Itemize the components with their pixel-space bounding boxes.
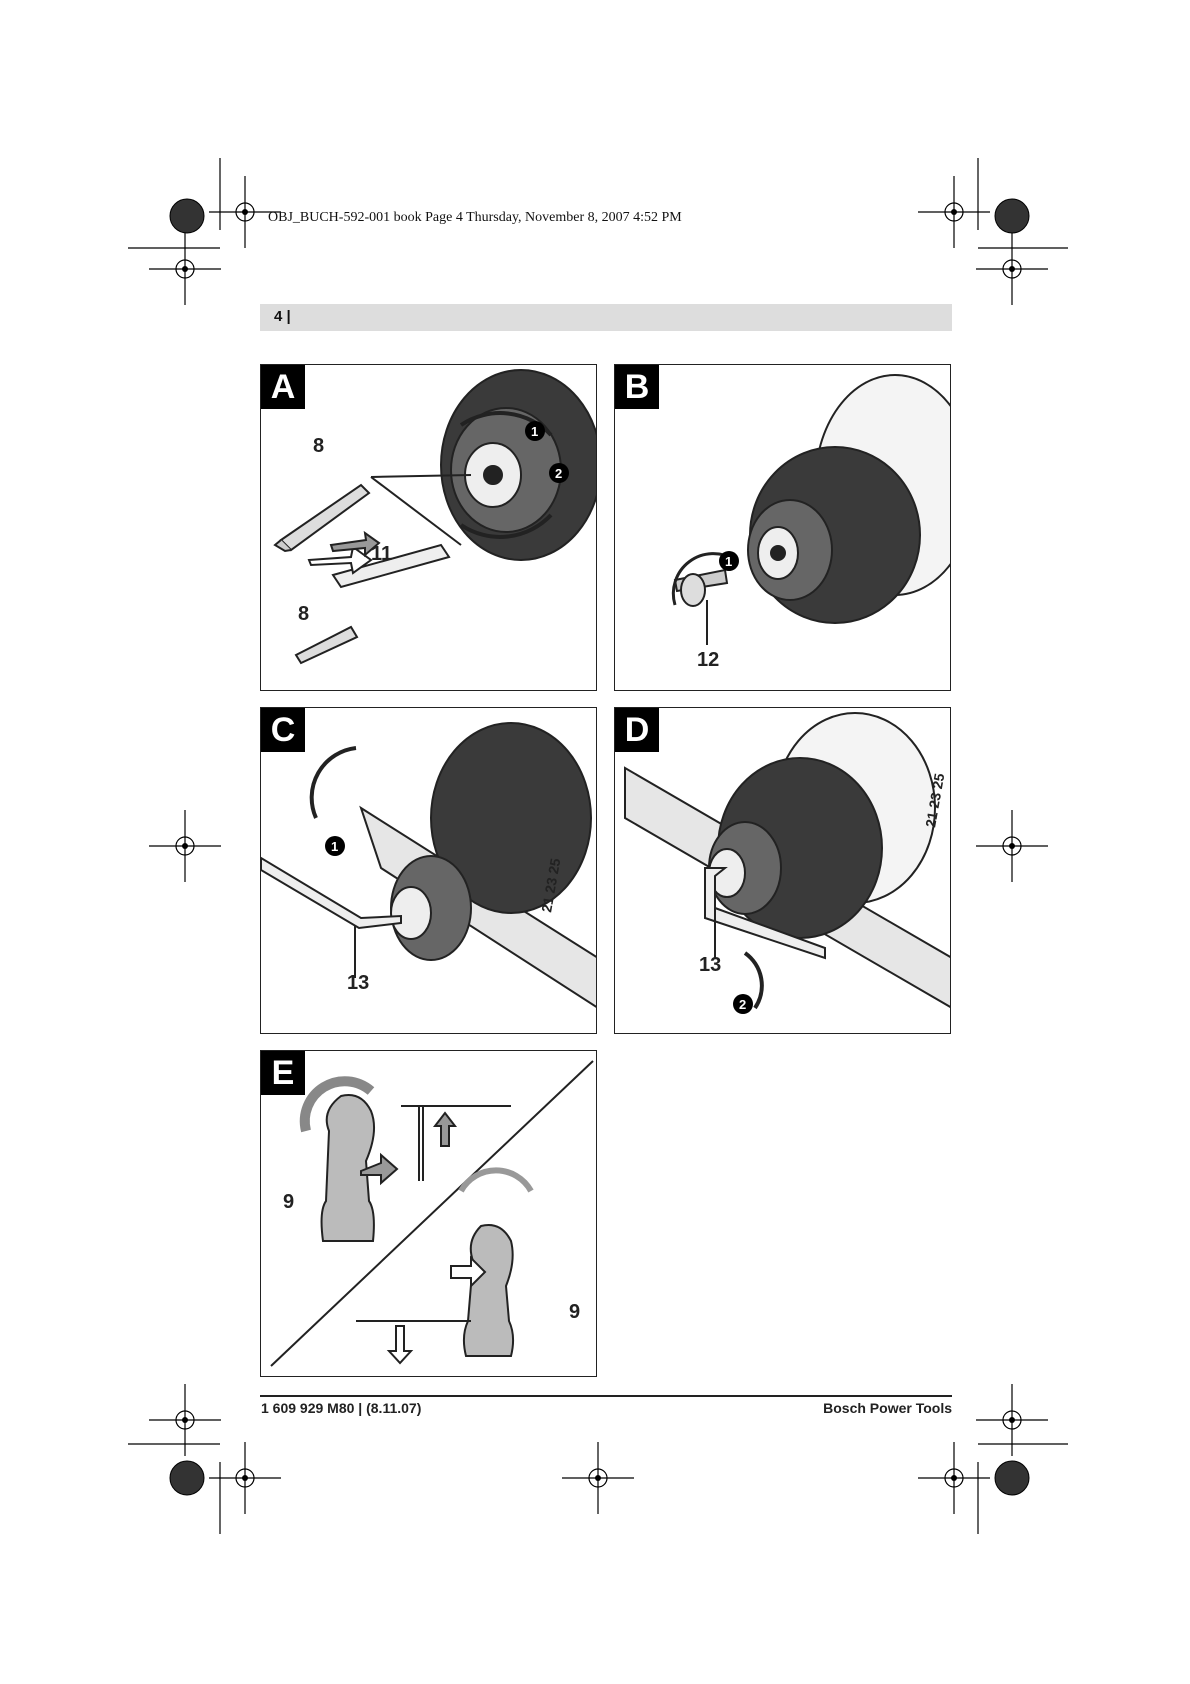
print-slug: OBJ_BUCH-592-001 book Page 4 Thursday, N… — [268, 210, 682, 225]
figure-panel-b: 1 B 12 — [614, 364, 951, 691]
callout-bit: 8 — [313, 435, 325, 457]
chuck-screw-removal-illustration: 1 — [671, 374, 950, 645]
document-reference: 1 609 929 M80 | (8.11.07) — [261, 1400, 422, 1416]
brand-label: Bosch Power Tools — [823, 1400, 952, 1416]
callout-bit: 8 — [298, 603, 310, 625]
step-2-badge: 2 — [739, 997, 746, 1012]
callout-direction-switch: 9 — [569, 1301, 581, 1323]
step-1-badge: 1 — [531, 424, 538, 439]
panel-label: D — [615, 708, 659, 752]
footer-rule — [260, 1395, 952, 1397]
callout-hex-key: 13 — [699, 954, 722, 976]
step-2-badge: 2 — [555, 466, 562, 481]
panel-label: B — [615, 365, 659, 409]
figure-panel-e: E 9 9 — [260, 1050, 597, 1377]
step-1-badge: 1 — [331, 839, 338, 854]
panel-label: E — [261, 1051, 305, 1095]
rotation-direction-switch-illustration — [270, 1060, 594, 1367]
step-1-badge: 1 — [725, 554, 732, 569]
page-header-band — [260, 304, 952, 331]
page-number: 4 | — [274, 308, 291, 325]
callout-direction-switch: 9 — [283, 1191, 295, 1213]
callout-screw: 12 — [697, 649, 720, 671]
hex-key-loosen-illustration: 1 21 23 25 — [261, 722, 596, 1008]
drill-chuck-bit-insertion-illustration: 1 2 — [273, 369, 596, 665]
callout-bit-holder: 11 — [371, 543, 393, 565]
callout-hex-key: 13 — [347, 972, 370, 994]
figure-panel-c: 1 21 23 25 C 13 — [260, 707, 597, 1034]
panel-label: A — [261, 365, 305, 409]
panel-label: C — [261, 708, 305, 752]
figure-panel-a: 1 2 A 8 11 8 — [260, 364, 597, 691]
hex-key-tighten-illustration: 2 21 23 25 — [624, 712, 950, 1014]
figure-panel-d: 2 21 23 25 D 13 — [614, 707, 951, 1034]
